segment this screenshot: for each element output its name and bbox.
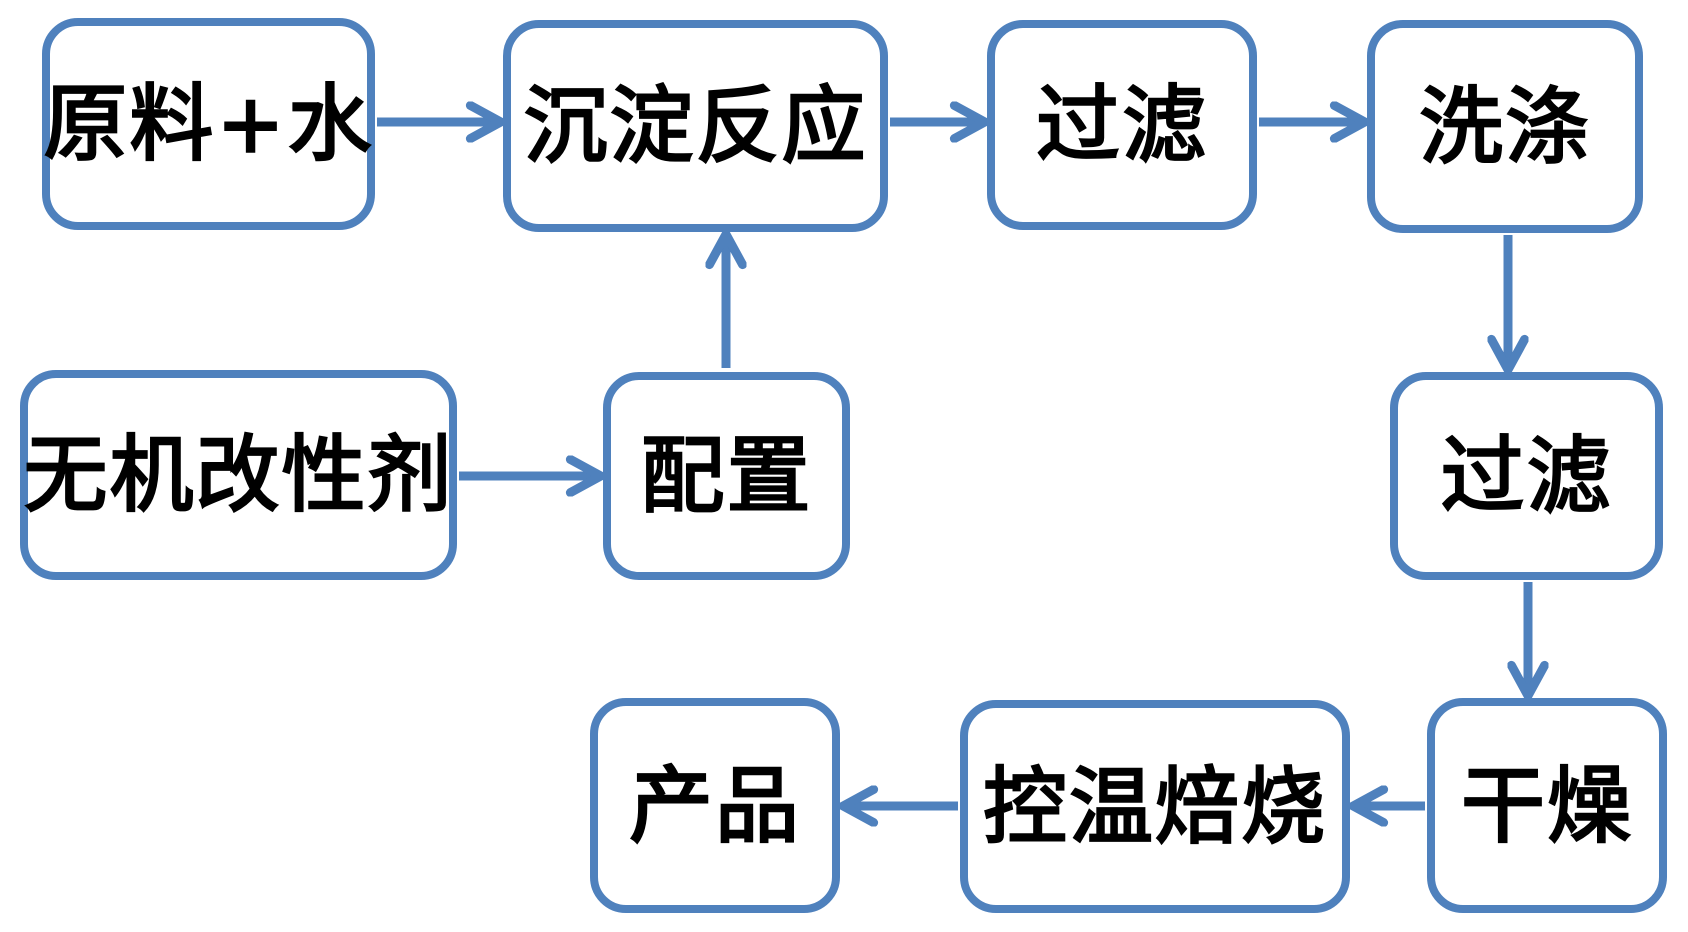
node-filtration-1-label: 过滤 (1035, 75, 1208, 174)
node-product-label: 产品 (628, 755, 801, 855)
node-raw-material-water: 原料+水 (42, 18, 375, 230)
node-product: 产品 (590, 698, 840, 913)
node-preparation: 配置 (603, 372, 850, 580)
node-controlled-calcination-label: 控温焙烧 (982, 756, 1327, 856)
node-filtration-2-label: 过滤 (1440, 426, 1613, 525)
node-inorganic-modifier: 无机改性剂 (20, 370, 457, 580)
node-precipitation-reaction: 沉淀反应 (503, 20, 888, 232)
node-precipitation-reaction-label: 沉淀反应 (523, 76, 868, 175)
node-preparation-label: 配置 (640, 426, 813, 525)
node-washing-label: 洗涤 (1418, 76, 1591, 176)
node-raw-material-water-label: 原料+水 (43, 74, 374, 173)
node-inorganic-modifier-label: 无机改性剂 (23, 425, 454, 524)
node-filtration-1: 过滤 (987, 20, 1257, 230)
node-drying: 干燥 (1427, 698, 1667, 913)
node-washing: 洗涤 (1367, 20, 1643, 233)
node-filtration-2: 过滤 (1390, 372, 1663, 580)
node-controlled-calcination: 控温焙烧 (960, 700, 1350, 913)
node-drying-label: 干燥 (1460, 755, 1633, 855)
